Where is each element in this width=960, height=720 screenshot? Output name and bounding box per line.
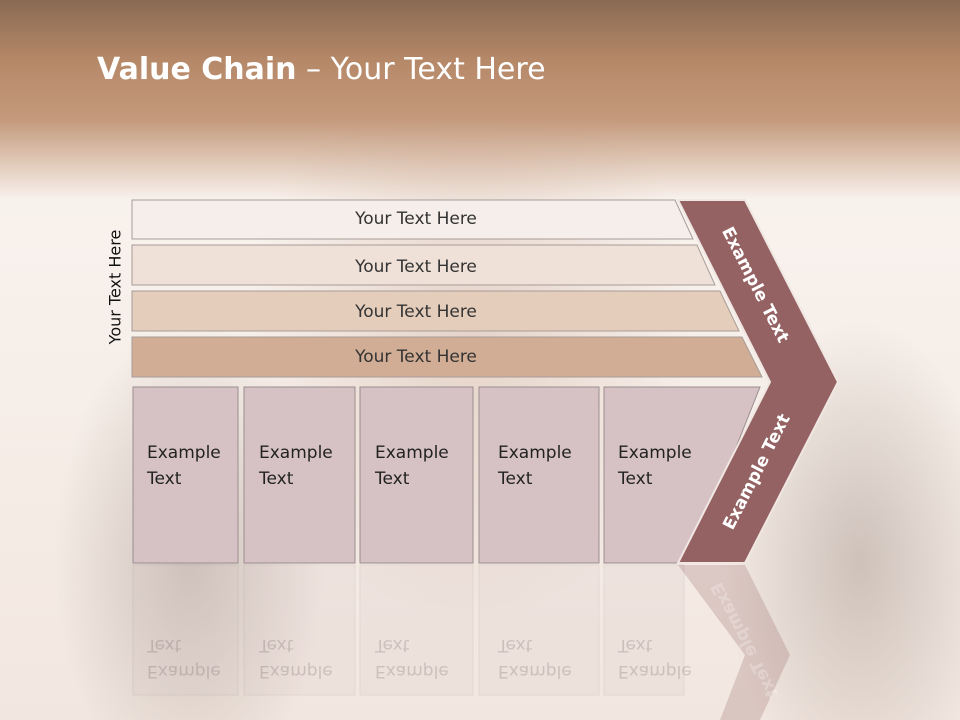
slide-title: Value Chain – Your Text Here xyxy=(97,52,546,87)
box-5-label: Example Text xyxy=(618,440,692,492)
bar-2-label: Your Text Here xyxy=(355,257,477,277)
box-3-label: Example Text xyxy=(375,440,449,492)
box-5-line1: Example xyxy=(618,443,692,463)
bar-1-label: Your Text Here xyxy=(355,209,477,229)
box-4-line2: Text xyxy=(498,469,533,489)
box-1-shape xyxy=(132,386,239,564)
box-1-line1: Example xyxy=(147,443,221,463)
box-1-line2: Text xyxy=(147,469,182,489)
bar-4-label: Your Text Here xyxy=(355,347,477,367)
bar-3-shape xyxy=(131,290,740,332)
box-2-shape xyxy=(243,386,356,564)
box-2-line1: Example xyxy=(259,443,333,463)
chevron-reflection xyxy=(678,565,790,720)
header-band xyxy=(0,0,960,200)
box-4-shape xyxy=(478,386,600,564)
boxes-reflection xyxy=(132,564,685,696)
bar-3-label: Your Text Here xyxy=(355,302,477,322)
box-3-line1: Example xyxy=(375,443,449,463)
bar-4-shape xyxy=(131,336,763,378)
bar-2-shape xyxy=(131,244,716,286)
title-rest: – Your Text Here xyxy=(296,52,546,87)
chevron-shape xyxy=(676,199,840,564)
box-1-label: Example Text xyxy=(147,440,221,492)
box-4-line1: Example xyxy=(498,443,572,463)
bar-1-shape xyxy=(131,199,694,240)
box-3-line2: Text xyxy=(375,469,410,489)
box-3-shape xyxy=(359,386,474,564)
box-2-label: Example Text xyxy=(259,440,333,492)
box-4-label: Example Text xyxy=(498,440,572,492)
box-5-line2: Text xyxy=(618,469,653,489)
title-bold: Value Chain xyxy=(97,52,297,87)
box-2-line2: Text xyxy=(259,469,294,489)
